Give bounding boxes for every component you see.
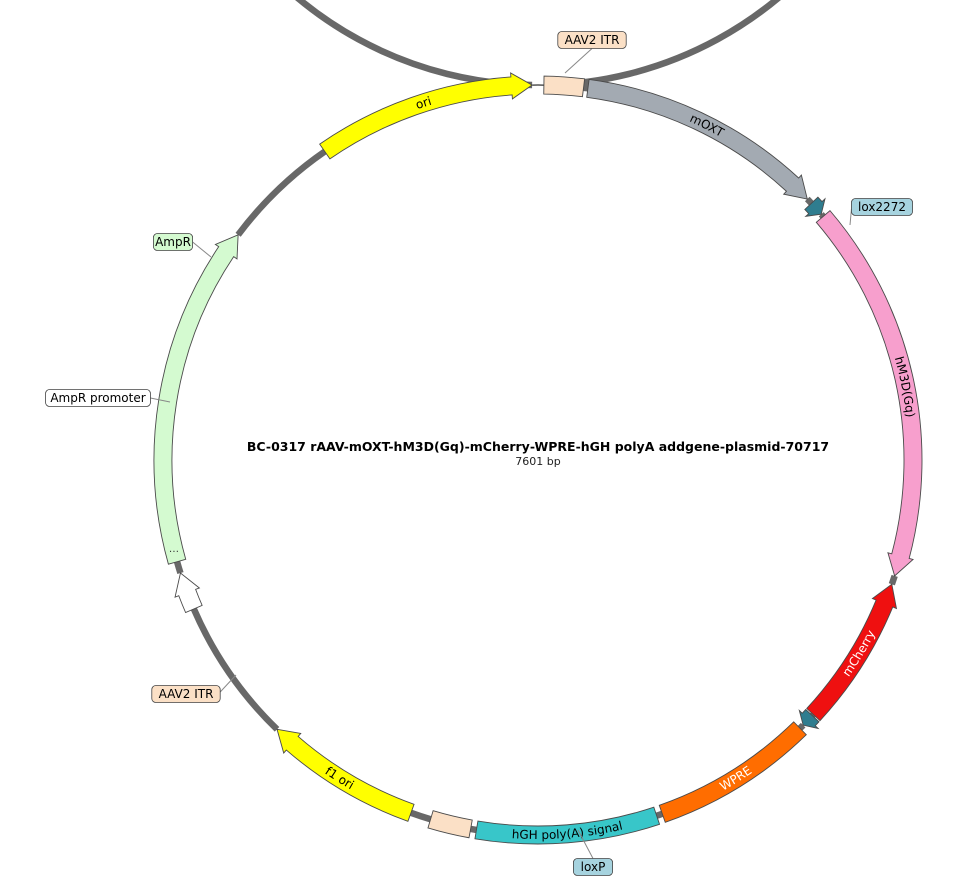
lox2272-site-feature[interactable] (804, 196, 826, 218)
plasmid-title: BC-0317 rAAV-mOXT-hM3D(Gq)-mCherry-WPRE-… (247, 439, 829, 454)
ampr-ellipsis-icon: ⋯ (169, 546, 179, 557)
lox2272-site-callout[interactable]: lox2272 (849, 198, 913, 226)
ampr-callout[interactable]: AmpR (152, 233, 212, 258)
ampr-callout-label: AmpR (155, 235, 191, 249)
backbone-linker (583, 84, 589, 92)
lox2272-site-callout-label: lox2272 (858, 200, 906, 214)
backbone-linker (295, 0, 781, 89)
backbone-linker (409, 809, 432, 823)
ampr-promoter-callout[interactable]: AmpR promoter (45, 389, 171, 407)
backbone-linker (888, 574, 898, 586)
lox2272-site-callout-box (851, 198, 913, 216)
aav2-itr-top-callout[interactable]: AAV2 ITR (557, 31, 627, 74)
callout-layer: AAV2 ITR lox2272 loxP AAV2 ITR AmpR promoter… (45, 31, 913, 876)
loxp-site-feature[interactable] (798, 708, 820, 730)
backbone-linker (797, 722, 806, 731)
ampr-callout-box (152, 233, 193, 251)
hgh-polya-label-text: hGH poly(A) signal (512, 819, 624, 842)
ori-label: ori (414, 94, 433, 112)
hm3dgq-feature[interactable] (815, 209, 923, 577)
loxp-site-callout-box (573, 858, 614, 876)
wpre-feature[interactable] (658, 721, 807, 823)
aav2-itr-top-callout-box (557, 31, 627, 49)
ori-label-text: ori (414, 94, 433, 112)
plasmid-length: 7601 bp (515, 455, 560, 468)
ori-feature[interactable] (319, 72, 533, 160)
backbone-linker (190, 607, 280, 732)
backbone-linker (235, 148, 327, 237)
loxp-site-callout[interactable]: loxP (573, 829, 614, 876)
mcherry-feature[interactable] (806, 583, 898, 722)
aav2-itr-bottom-callout[interactable]: AAV2 ITR (151, 674, 237, 703)
ampr-leader-line (192, 241, 212, 258)
hgh-polya-feature[interactable] (474, 806, 661, 845)
aav2-itr-bottom-feature[interactable] (427, 810, 473, 839)
loxp-site-leader-line (577, 829, 594, 859)
backbone-linker (655, 810, 664, 819)
ampr-promoter-leader-line (150, 397, 171, 403)
aav2-itr-top-feature[interactable] (543, 75, 586, 98)
hgh-polya-label: hGH poly(A) signal (512, 819, 624, 842)
backbone-linker (470, 825, 477, 834)
moxt-feature[interactable] (586, 78, 808, 200)
ampr-promoter-feature[interactable] (174, 572, 203, 614)
ampr-feature[interactable] (153, 234, 239, 565)
aav2-itr-top-leader-line (564, 48, 593, 74)
loxp-site-callout-label: loxP (581, 860, 606, 874)
ampr-promoter-callout-label: AmpR promoter (50, 391, 145, 405)
aav2-itr-top-callout-label: AAV2 ITR (565, 33, 620, 47)
aav2-itr-bottom-callout-label: AAV2 ITR (159, 687, 214, 701)
ampr-promoter-callout-box (45, 389, 151, 407)
backbone-linker (804, 196, 814, 206)
aav2-itr-bottom-callout-box (151, 685, 221, 703)
f1-ori-feature[interactable] (276, 728, 415, 822)
aav2-itr-bottom-leader-line (219, 674, 237, 693)
backbone-linker (173, 560, 184, 575)
